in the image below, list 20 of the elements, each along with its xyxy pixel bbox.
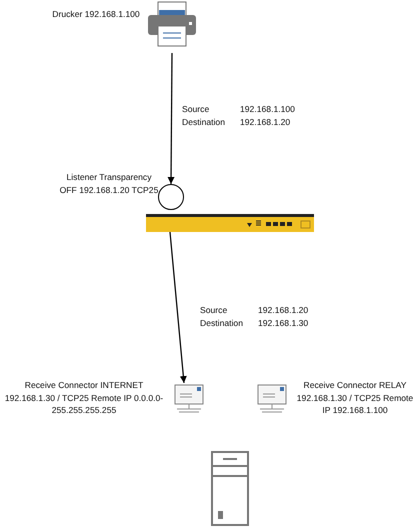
address-label: 192.168.1.20 [240, 117, 290, 128]
computer-icon [257, 384, 287, 414]
arrow [169, 232, 187, 384]
device-caption: Drucker 192.168.1.100 [51, 8, 141, 21]
device-caption: Receive Connector INTERNET 192.168.1.30 / TCP25 Remote IP 0.0.0.0-255.255.255.255 [4, 379, 164, 417]
printer-icon [148, 2, 196, 46]
address-label: 192.168.1.20 [258, 305, 308, 316]
address-label: Destination [182, 117, 225, 128]
address-label: 192.168.1.100 [240, 104, 295, 115]
address-label: Source [182, 104, 210, 115]
address-label: Destination [200, 318, 243, 329]
device-caption: Listener Transparency OFF 192.168.1.20 TCP25 [59, 171, 159, 196]
appliance-drawing [146, 214, 314, 232]
server-icon [211, 451, 249, 526]
listener-circle [158, 184, 184, 210]
computer-icon [174, 384, 204, 414]
arrow [168, 53, 175, 184]
address-label: 192.168.1.30 [258, 318, 308, 329]
address-label: Source [200, 305, 228, 316]
device-caption: Receive Connector RELAY 192.168.1.30 / TCP25 Remote IP 192.168.1.100 [296, 379, 414, 417]
